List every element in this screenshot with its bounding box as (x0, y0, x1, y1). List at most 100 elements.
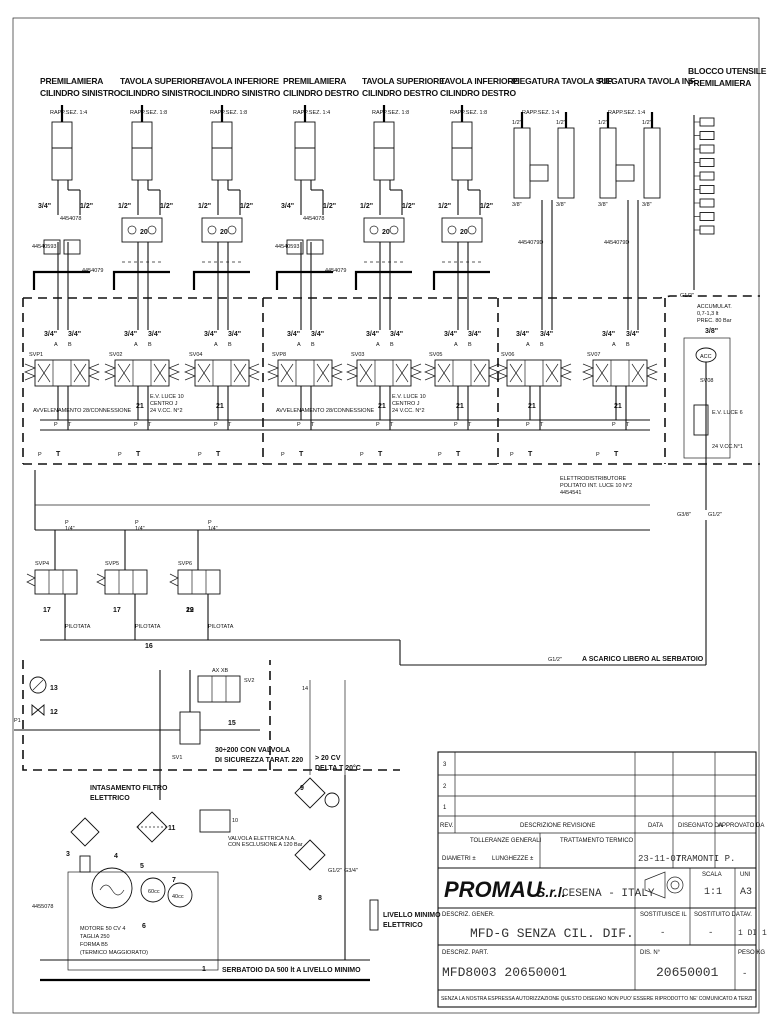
port-b: B (390, 342, 394, 348)
uni-value: A3 (740, 887, 752, 898)
column-title-2: CILINDRO SINISTRO (120, 88, 201, 98)
manifold-port-a: 3/4" (444, 331, 457, 338)
port-p-lower: P (118, 452, 122, 458)
elettro-note-2: POLITATO INT. LUCE 10 N°2 (560, 483, 632, 489)
ev-note-a: E.V. LUCE 10 (150, 394, 184, 400)
valve-code-3: 4454078 (60, 216, 81, 222)
drawing-number-label: DIS. N° (640, 950, 661, 956)
port-t: T (68, 422, 72, 428)
manifold-port-b: 3/4" (468, 331, 481, 338)
elettro-note-1: ELETTRODISTRIBUTORE (560, 476, 627, 482)
manifold-port-b: 3/4" (68, 331, 81, 338)
bending-cylinder (513, 127, 531, 199)
valve-code-2: 4454079 (325, 268, 346, 274)
check-valve-left (43, 239, 61, 255)
port-t: T (228, 422, 232, 428)
accum-valve: SV08 (700, 378, 713, 384)
cooler-g1: G1/2" (328, 868, 342, 874)
port-t: T (311, 422, 315, 428)
accum-label-3: PREC. 80 Bar (697, 318, 732, 324)
hydraulic-cylinder (294, 121, 316, 181)
lower-valve-port: 1/4" (65, 526, 75, 532)
tool-clamp-cylinder (699, 171, 715, 181)
dual-check-valve (363, 217, 405, 243)
column-ratio: RAPP.SEZ. 1:8 (372, 110, 409, 116)
spring-right (646, 363, 658, 381)
bending-port-38: 3/8" (642, 202, 652, 208)
port-p: P (526, 422, 530, 428)
port-p-lower: P (438, 452, 442, 458)
column-title-1: PIEGATURA TAVOLA SUP. (512, 76, 614, 86)
intas-label-2: ELETTRICO (90, 795, 130, 802)
port-t-lower: T (378, 451, 383, 458)
port-p: P (54, 422, 58, 428)
motor-spec: MOTORE 50 CV 4 (80, 926, 125, 932)
directional-valve (114, 359, 170, 387)
bending-cylinder (599, 127, 617, 199)
tolerances-label: TOLLERANZE GENERALI (470, 838, 542, 844)
port-a: A (454, 342, 458, 348)
tank-outline (67, 871, 219, 971)
label-8: 8 (318, 895, 322, 902)
port-size-right: 1/2" (402, 203, 415, 210)
bending-port: 1/2" (512, 120, 522, 126)
motor-size: TAGLIA 250 (80, 934, 110, 940)
tool-clamp-cylinder (699, 144, 715, 154)
column-title-2: CILINDRO DESTRO (283, 88, 359, 98)
port-p: P (134, 422, 138, 428)
hydraulic-cylinder (131, 121, 153, 181)
directional-valve (34, 359, 90, 387)
company-suffix: S.r.l. (536, 884, 566, 900)
title-block: 3 2 1 REV. DESCRIZIONE REVISIONE DATA DI… (437, 751, 767, 1008)
manifold-port-b: 3/4" (540, 331, 553, 338)
port-a: A (612, 342, 616, 348)
rev-header-desc: DESCRIZIONE REVISIONE (520, 823, 595, 829)
directional-valve (277, 359, 333, 387)
bending-cylinder (643, 127, 661, 199)
label-11: 11 (168, 825, 176, 832)
accum-g-bottom: G3/8" (677, 512, 691, 518)
column-ratio: RAPP.SEZ. 1:8 (210, 110, 247, 116)
lower-valve-number: 17 (43, 607, 51, 614)
manifold-port-b: 3/4" (626, 331, 639, 338)
manifold-port-b: 3/4" (148, 331, 161, 338)
valve-sv2 (197, 675, 241, 703)
spring-left (496, 363, 508, 381)
blocco-title-1: BLOCCO UTENSILE (688, 66, 767, 76)
port-size-left: 1/2" (198, 203, 211, 210)
lower-valve-note: PILOTATA (208, 624, 234, 630)
manifold-port-a: 3/4" (44, 331, 57, 338)
spring-right (488, 363, 500, 381)
valve-number: 21 (378, 403, 386, 410)
diameters-label: DIAMETRI ± (442, 856, 476, 862)
label-15: 15 (228, 720, 236, 727)
spring-right (560, 363, 572, 381)
column-title-1: TAVOLA INFERIORE (200, 76, 279, 86)
ev-note-a: E.V. LUCE 10 (392, 394, 426, 400)
port-a: A (376, 342, 380, 348)
column-title-1: PIEGATURA TAVOLA INF. (598, 76, 696, 86)
valve-id: SV03 (351, 352, 364, 358)
label-16: 16 (145, 643, 153, 650)
port-size-right: 1/2" (80, 203, 93, 210)
cooler-g2: G3/4" (344, 868, 358, 874)
manifold-port-b: 3/4" (228, 331, 241, 338)
tool-clamp-cylinder (699, 212, 715, 221)
port-size-right: 1/2" (480, 203, 493, 210)
hydraulic-cylinder (51, 121, 73, 181)
port-t: T (626, 422, 630, 428)
column-7: PIEGATURA TAVOLA SUP.RAPP.SEZ. 1:41/2"3/… (496, 76, 614, 458)
bending-port: 1/2" (556, 120, 566, 126)
port-t-lower: T (56, 451, 61, 458)
port-t-lower: T (614, 451, 619, 458)
lower-valve-p: P (135, 520, 139, 526)
lengths-label: LUNGHEZZE ± (492, 856, 534, 862)
hydraulic-cylinder (373, 121, 395, 181)
port-size-left: 1/2" (438, 203, 451, 210)
port-b: B (68, 342, 72, 348)
